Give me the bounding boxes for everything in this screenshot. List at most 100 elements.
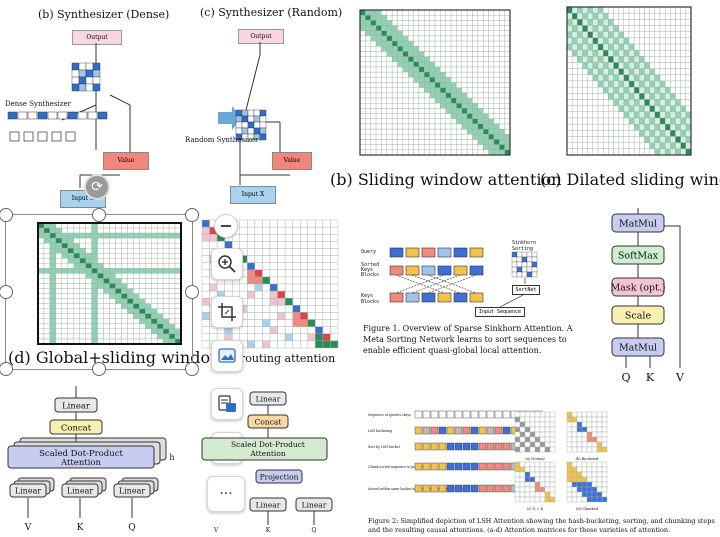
attention-cell bbox=[577, 6, 583, 14]
image-text-button[interactable] bbox=[211, 388, 243, 420]
attention-cell bbox=[488, 113, 495, 119]
attention-cell bbox=[254, 298, 263, 306]
attention-cell bbox=[450, 14, 457, 21]
attention-cell bbox=[582, 117, 588, 125]
collapse-button[interactable] bbox=[214, 214, 238, 238]
attention-cell bbox=[408, 14, 414, 21]
attention-cell bbox=[330, 333, 339, 342]
synth-weight-cell bbox=[78, 69, 87, 78]
sinkhorn-cell bbox=[521, 251, 528, 258]
lsh-matrix-cell bbox=[539, 416, 546, 423]
attention-cell bbox=[307, 248, 316, 256]
crop-button[interactable] bbox=[211, 296, 243, 328]
resize-handle-bm[interactable] bbox=[92, 362, 106, 376]
attention-cell bbox=[602, 130, 609, 137]
lsh-matrix-cell bbox=[544, 481, 551, 488]
attention-cell bbox=[418, 113, 425, 119]
zoom-in-button[interactable] bbox=[211, 248, 243, 280]
lsh-matrix-cell bbox=[596, 436, 603, 443]
attention-cell bbox=[577, 142, 583, 150]
resize-handle-bl[interactable] bbox=[0, 362, 13, 376]
attention-cell bbox=[300, 340, 308, 349]
attention-cell bbox=[424, 71, 430, 78]
key-block bbox=[389, 292, 404, 303]
attention-cell bbox=[664, 93, 671, 100]
resize-handle-mr[interactable] bbox=[185, 285, 199, 299]
attention-cell bbox=[391, 46, 398, 52]
lsh-matrix-cell bbox=[601, 471, 608, 478]
attention-cell bbox=[472, 82, 479, 88]
lsh-matrix-cell bbox=[591, 431, 598, 438]
attention-cell bbox=[391, 56, 398, 62]
attention-cell bbox=[566, 12, 573, 20]
attention-cell bbox=[654, 6, 661, 14]
attention-cell bbox=[675, 148, 681, 156]
attention-cell bbox=[424, 149, 430, 156]
attention-cell bbox=[413, 46, 420, 52]
attention-cell bbox=[466, 118, 473, 125]
attention-cell bbox=[597, 142, 604, 150]
resize-handle-ml[interactable] bbox=[0, 285, 13, 299]
attention-cell bbox=[434, 128, 441, 135]
attention-cell bbox=[639, 80, 645, 88]
attention-cell bbox=[493, 149, 500, 156]
synth-input-box bbox=[51, 131, 62, 142]
attention-cell bbox=[670, 111, 676, 119]
mha-attention-label: Attention bbox=[60, 458, 102, 468]
attention-cell bbox=[680, 31, 687, 39]
attention-cell bbox=[300, 283, 308, 292]
attention-cell bbox=[623, 25, 630, 32]
attention-cell bbox=[670, 12, 676, 20]
attention-cell bbox=[659, 74, 666, 82]
lsh-matrix-cell bbox=[581, 471, 588, 478]
attention-cell bbox=[440, 35, 446, 42]
lsh-matrix-cell bbox=[544, 466, 551, 473]
attention-cell bbox=[664, 43, 671, 51]
selection-frame[interactable] bbox=[5, 214, 193, 370]
attention-cell bbox=[649, 93, 656, 100]
lsh-matrix-cell bbox=[529, 496, 536, 503]
attention-cell bbox=[365, 92, 371, 99]
attention-cell bbox=[493, 51, 500, 57]
attention-cell bbox=[461, 113, 468, 119]
lsh-matrix-cell bbox=[586, 481, 593, 488]
resize-handle-tm[interactable] bbox=[92, 208, 106, 222]
attention-cell bbox=[649, 130, 656, 137]
attention-cell bbox=[587, 19, 594, 26]
lsh-matrix-cell bbox=[576, 421, 583, 428]
attention-cell bbox=[659, 105, 666, 113]
attention-cell bbox=[413, 92, 420, 99]
synth-weight-cell bbox=[235, 121, 243, 129]
more-options-button[interactable]: ··· bbox=[207, 476, 245, 512]
attention-cell bbox=[434, 9, 441, 16]
attention-cell bbox=[418, 128, 425, 135]
resize-handle-tl[interactable] bbox=[0, 208, 13, 222]
attention-cell bbox=[592, 12, 599, 20]
attention-cell bbox=[330, 276, 339, 285]
image-edit-button[interactable] bbox=[211, 340, 243, 372]
attention-cell bbox=[375, 82, 382, 88]
lsh-matrix-cell bbox=[524, 461, 531, 468]
attention-cell bbox=[434, 14, 441, 21]
attention-cell bbox=[269, 290, 278, 299]
lsh-matrix-cell bbox=[519, 466, 526, 473]
rotate-icon[interactable]: ⟳ bbox=[84, 174, 110, 200]
attention-cell bbox=[413, 103, 420, 109]
attention-cell bbox=[381, 82, 387, 88]
resize-handle-tr[interactable] bbox=[185, 208, 199, 222]
attention-cell bbox=[649, 142, 656, 150]
attention-cell bbox=[639, 62, 645, 69]
lsh-matrix-cell bbox=[544, 491, 551, 498]
resize-handle-br[interactable] bbox=[185, 362, 199, 376]
attention-cell bbox=[359, 20, 366, 26]
attention-cell bbox=[587, 49, 594, 57]
attention-cell bbox=[413, 123, 420, 130]
attention-cell bbox=[472, 134, 479, 140]
attention-cell bbox=[477, 40, 484, 47]
attention-cell bbox=[381, 66, 387, 73]
attention-cell bbox=[685, 31, 692, 39]
attention-cell bbox=[571, 62, 578, 69]
attention-cell bbox=[504, 46, 511, 52]
mha2-attention bbox=[201, 437, 328, 461]
attention-cell bbox=[386, 97, 393, 104]
